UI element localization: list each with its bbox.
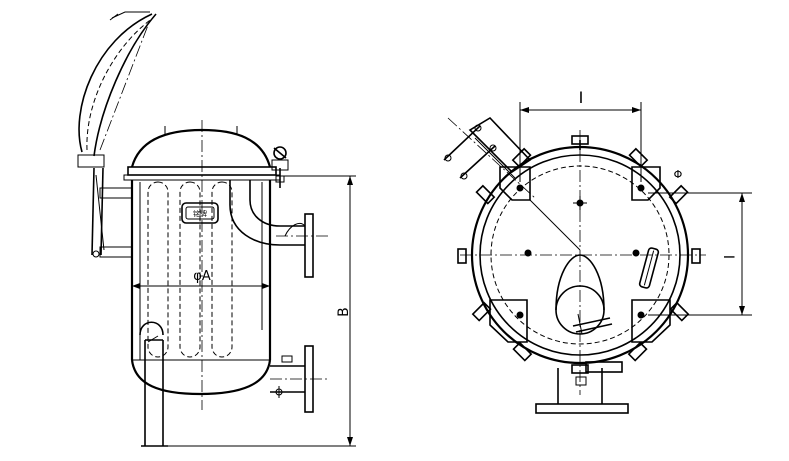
vessel-body (130, 180, 272, 396)
bolt-holes (516, 184, 645, 319)
mounting-bracket-tr (631, 166, 661, 201)
dimension-spacing-side: I (648, 192, 752, 316)
mounting-bracket-bl (489, 299, 528, 343)
spacing-side-label: I (720, 255, 736, 259)
plan-hinge-arm (443, 116, 536, 199)
outlet-pipe (270, 345, 330, 413)
hole-symbol-label: Φ (674, 168, 683, 181)
mounting-bracket-br (631, 299, 671, 343)
spacing-top-label: I (579, 88, 584, 107)
height-label: B (336, 307, 352, 317)
open-lid (77, 11, 157, 168)
plan-outlet-pipe (555, 254, 613, 335)
dimension-height: B (168, 175, 356, 447)
lid-clamp-right (271, 146, 289, 188)
side-elevation-view: 铭牌 (77, 11, 356, 447)
nameplate: 铭牌 (181, 202, 219, 224)
plan-view: I I Φ (443, 88, 752, 414)
hinge-arm (91, 167, 133, 258)
perimeter-clamps (457, 135, 701, 374)
dimension-spacing-top: I (519, 88, 642, 182)
nameplate-label: 铭牌 (193, 209, 207, 218)
sight-glass (638, 247, 660, 289)
plan-base (535, 361, 629, 414)
mounting-bracket-tl (499, 166, 531, 201)
top-cover (123, 120, 281, 410)
dimension-diameter: φA (132, 269, 270, 289)
inlet-elbow (229, 180, 330, 278)
plan-flange-inner (479, 154, 681, 356)
support-leg (139, 321, 168, 447)
diameter-label: φA (193, 269, 211, 284)
